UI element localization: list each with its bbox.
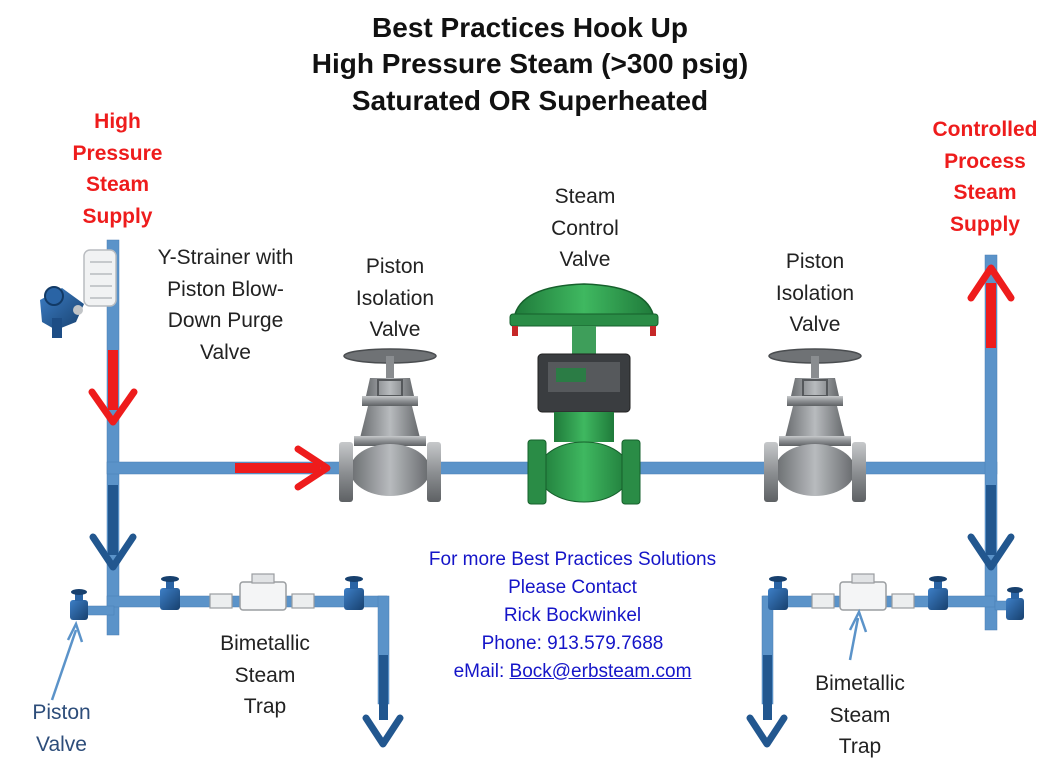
trap-valve-right-1-icon	[768, 576, 788, 610]
trap-valve-left-2-icon	[344, 576, 364, 610]
contact-phone: Phone: 913.579.7688	[481, 632, 664, 654]
pointer-right-trap	[848, 608, 868, 661]
contact-name: Rick Bockwinkel	[503, 604, 642, 626]
y-strainer-icon	[40, 249, 117, 338]
arrow-drain-left-down	[362, 655, 404, 748]
piston-isolation-valve-right-icon	[764, 348, 866, 502]
label-supply-in: High Pressure Steam Supply	[72, 110, 163, 228]
bimetallic-steam-trap-right-icon	[811, 573, 915, 611]
pointer-piston-valve	[50, 620, 84, 701]
bimetallic-steam-trap-left-icon	[209, 573, 315, 611]
label-isolation-valve-left: Piston Isolation Valve	[355, 255, 435, 341]
arrow-process-up	[967, 264, 1015, 348]
title-line-2: High Pressure Steam (>300 psig)	[311, 48, 749, 80]
label-control-valve: Steam Control Valve	[551, 185, 619, 271]
label-supply-out: Controlled Process Steam Supply	[932, 118, 1038, 236]
label-trap-right: Bimetallic Steam Trap	[815, 672, 905, 758]
arrow-main-flow-right	[235, 445, 331, 491]
diagram-title: Best Practices Hook Up High Pressure Ste…	[180, 10, 880, 119]
contact-email-prefix: eMail:	[453, 660, 510, 682]
piston-valve-right-icon	[1006, 587, 1024, 620]
trap-valve-right-2-icon	[928, 576, 948, 610]
contact-email-link[interactable]: Bock@erbsteam.com	[509, 660, 692, 682]
label-trap-left: Bimetallic Steam Trap	[220, 632, 310, 718]
arrow-drain-right-down	[746, 655, 788, 748]
piston-valve-left-icon	[70, 589, 88, 620]
label-piston-valve: Piston Valve	[32, 701, 91, 756]
trap-valve-left-1-icon	[160, 576, 180, 610]
piston-isolation-valve-left-icon	[339, 348, 441, 502]
contact-line-2: Please Contact	[508, 576, 637, 598]
contact-email-row: eMail: Bock@erbsteam.com	[395, 658, 750, 686]
title-line-3: Saturated OR Superheated	[351, 84, 709, 116]
arrow-supply-down	[88, 350, 138, 426]
contact-info: For more Best Practices Solutions Please…	[395, 546, 750, 686]
arrow-drip-right-down	[967, 485, 1015, 571]
arrow-drip-left-down	[89, 485, 137, 571]
steam-control-valve-icon	[509, 283, 659, 505]
label-y-strainer: Y-Strainer with Piston Blow- Down Purge …	[157, 246, 294, 364]
label-isolation-valve-right: Piston Isolation Valve	[775, 250, 855, 336]
title-line-1: Best Practices Hook Up	[372, 12, 688, 43]
contact-line-1: For more Best Practices Solutions	[428, 549, 717, 570]
